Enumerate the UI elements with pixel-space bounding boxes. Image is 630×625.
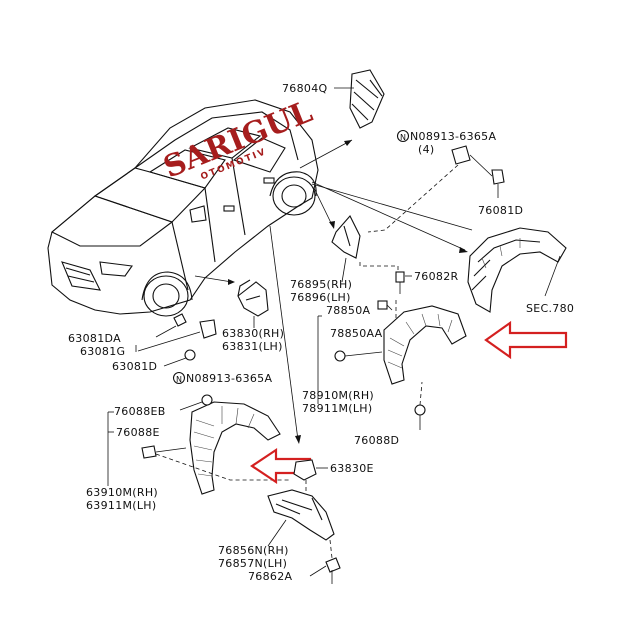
nut-icon-bottom: N: [176, 375, 182, 384]
label-78911M: 78911M(LH): [302, 402, 372, 415]
label-78850AA: 78850AA: [330, 327, 383, 340]
label-63081G: 63081G: [80, 345, 125, 358]
label-78850A: 78850A: [326, 304, 370, 317]
label-76088E: 76088E: [116, 426, 160, 439]
label-76088EB: 76088EB: [114, 405, 166, 418]
nut-icon: N: [400, 133, 406, 142]
label-63081D: 63081D: [112, 360, 157, 373]
label-76896: 76896(LH): [290, 291, 351, 304]
part-63081G: [137, 319, 217, 352]
part-76862A: [309, 539, 341, 584]
part-76088E: [141, 445, 187, 459]
part-63830-bracket: [237, 279, 269, 317]
car-leader-lines: [194, 139, 473, 444]
label-76088D: 76088D: [354, 434, 399, 447]
part-63081DA: [155, 313, 187, 338]
red-arrow-right: [484, 320, 568, 360]
car-illustration: [47, 99, 319, 317]
label-n08913-top: N08913-6365A: [410, 130, 496, 143]
label-63081DA: 63081DA: [68, 332, 121, 345]
label-63910M: 63910M(RH): [86, 486, 158, 499]
label-63911M: 63911M(LH): [86, 499, 156, 512]
part-78850A: [377, 300, 393, 311]
label-76895: 76895(RH): [290, 278, 352, 291]
part-76088EB: [179, 394, 213, 411]
label-n08913-top-qty: (4): [418, 143, 434, 156]
part-sec780-liner: [467, 227, 567, 313]
label-76804Q: 76804Q: [282, 82, 327, 95]
label-63831: 63831(LH): [222, 340, 283, 353]
part-76804Q: [334, 69, 385, 129]
label-76081D: 76081D: [478, 204, 523, 217]
label-76082R: 76082R: [414, 270, 458, 283]
label-78910M: 78910M(RH): [302, 389, 374, 402]
part-63081D: [163, 349, 196, 367]
label-63830E: 63830E: [330, 462, 374, 475]
label-sec780: SEC.780: [526, 302, 574, 315]
label-76856N: 76856N(RH): [218, 544, 289, 557]
label-n08913-bottom: N08913-6365A: [186, 372, 272, 385]
part-78910M-flare: [383, 305, 467, 385]
part-63910M-flare: [189, 401, 281, 495]
part-78850AA: [334, 350, 383, 362]
part-76088D: [414, 404, 426, 430]
label-76862A: 76862A: [248, 570, 292, 583]
part-63830E: [293, 459, 328, 481]
label-76857N: 76857N(LH): [218, 557, 287, 570]
label-63830: 63830(RH): [222, 327, 284, 340]
brand-watermark: SARIGUL OTOMOTIV: [159, 94, 317, 185]
part-76895-bracket: [331, 215, 361, 259]
part-76856N-mudguard: [267, 489, 335, 547]
part-76082R: [395, 271, 412, 294]
part-screw-top: [451, 145, 505, 198]
